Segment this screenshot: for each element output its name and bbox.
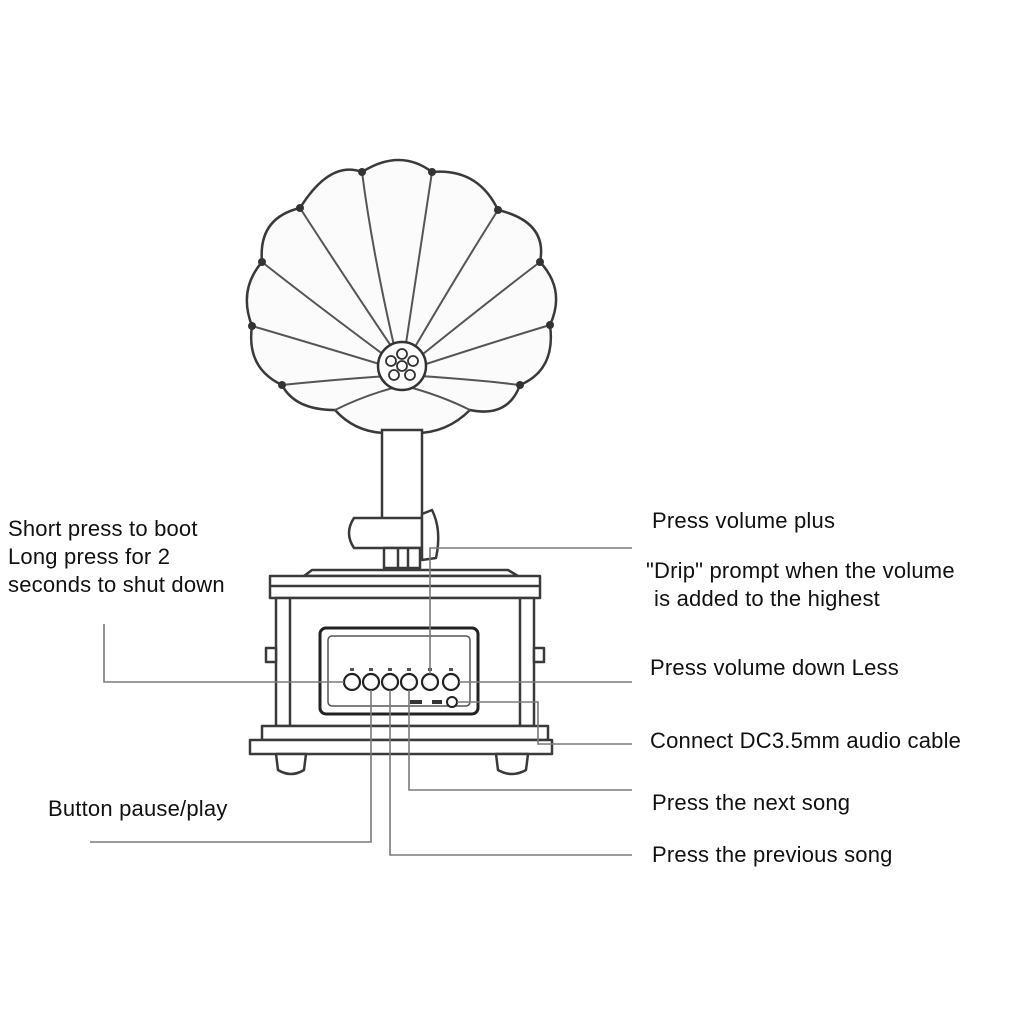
leader-aux — [457, 701, 632, 745]
aux-port — [446, 696, 458, 708]
control-buttons — [342, 672, 461, 692]
leader-volume-plus — [429, 547, 632, 674]
leader-previous — [389, 690, 632, 856]
gramophone-horn — [245, 158, 558, 435]
volume-down-button — [420, 672, 440, 692]
leader-pause-play — [90, 690, 372, 843]
label-volume-plus: Press volume plus — [652, 508, 836, 533]
horn-outline — [245, 158, 558, 435]
cabinet-base-top — [260, 724, 550, 742]
power-button — [342, 672, 362, 692]
label-drip-line1: "Drip" prompt when the volume — [646, 558, 955, 583]
label-power: Short press to boot Long press for 2 sec… — [8, 515, 225, 599]
label-next-song: Press the next song — [652, 790, 851, 815]
label-drip-line2: is added to the highest — [654, 586, 880, 611]
leader-next — [408, 690, 632, 791]
speaker-grille — [376, 340, 428, 392]
label-power-line2: Long press for 2 — [8, 544, 171, 569]
previous-button — [380, 672, 400, 692]
label-drip: "Drip" prompt when the volume is added t… — [646, 557, 955, 613]
horn-neck — [380, 428, 424, 532]
pause-play-button — [361, 672, 381, 692]
label-power-line3: seconds to shut down — [8, 572, 225, 597]
label-audio-cable: Connect DC3.5mm audio cable — [650, 728, 962, 753]
label-previous-song: Press the previous song — [652, 842, 893, 867]
control-panel — [318, 626, 480, 716]
label-volume-down: Press volume down Less — [650, 655, 899, 680]
label-pause-play: Button pause/play — [48, 796, 228, 821]
volume-up-button — [441, 672, 461, 692]
aux-port-area — [410, 696, 458, 708]
tone-arm — [347, 508, 440, 570]
foot-right — [494, 752, 530, 776]
label-power-line1: Short press to boot — [8, 516, 198, 541]
horn-rivets — [248, 168, 554, 389]
next-button — [399, 672, 419, 692]
leader-power — [103, 624, 344, 683]
leader-lines — [90, 547, 632, 856]
cabinet-base — [248, 738, 554, 756]
foot-left — [274, 752, 308, 776]
